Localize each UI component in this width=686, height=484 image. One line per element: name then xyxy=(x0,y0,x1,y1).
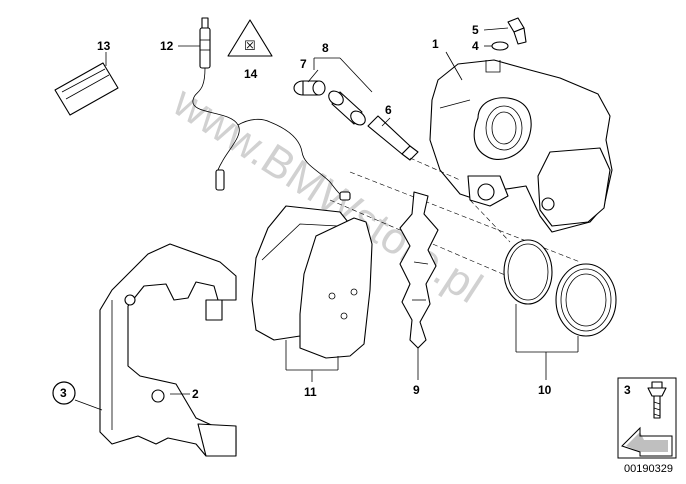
callout-3: 3 xyxy=(60,386,67,400)
callout-10: 10 xyxy=(538,383,552,397)
callout-14: 14 xyxy=(244,67,258,81)
caliper-carrier-part[interactable] xyxy=(99,243,237,457)
brake-caliper-part[interactable] xyxy=(429,59,613,233)
callout-2: 2 xyxy=(192,387,199,401)
bolt-icon xyxy=(647,381,667,419)
grease-sachet-part[interactable] xyxy=(54,62,119,116)
legend-box: 3 xyxy=(617,377,677,459)
callout-7: 7 xyxy=(300,57,307,71)
callout-8: 8 xyxy=(322,41,329,55)
anti-rattle-spring-part[interactable] xyxy=(399,191,439,349)
bleeder-cap-part[interactable] xyxy=(491,41,509,51)
callout-4: 4 xyxy=(472,39,479,53)
arrow-icon xyxy=(621,426,673,457)
sensor-warning-icon: ☒ xyxy=(244,39,256,54)
legend-label: 3 xyxy=(624,383,631,397)
callout-5: 5 xyxy=(472,23,479,37)
brake-pad-inner-part[interactable] xyxy=(299,217,373,359)
piston-dust-boot-part[interactable] xyxy=(555,263,617,337)
callout-1: 1 xyxy=(432,37,439,51)
bleeder-valve-part[interactable] xyxy=(507,17,527,45)
guide-bushing-part[interactable] xyxy=(293,80,326,96)
callout-6: 6 xyxy=(385,103,392,117)
guide-sleeve-part[interactable] xyxy=(326,88,368,127)
callout-9: 9 xyxy=(413,383,420,397)
piston-seal-ring-part[interactable] xyxy=(503,239,553,305)
warning-triangle-symbol[interactable]: ☒ xyxy=(227,19,273,57)
callout-12: 12 xyxy=(160,39,174,53)
diagram-code: 00190329 xyxy=(624,463,673,475)
wear-sensor-part[interactable] xyxy=(192,17,351,201)
guide-bolt-part[interactable] xyxy=(367,115,419,161)
callout-3-circle[interactable]: 3 xyxy=(52,381,76,405)
callout-11: 11 xyxy=(304,385,317,399)
callout-13: 13 xyxy=(97,39,111,53)
